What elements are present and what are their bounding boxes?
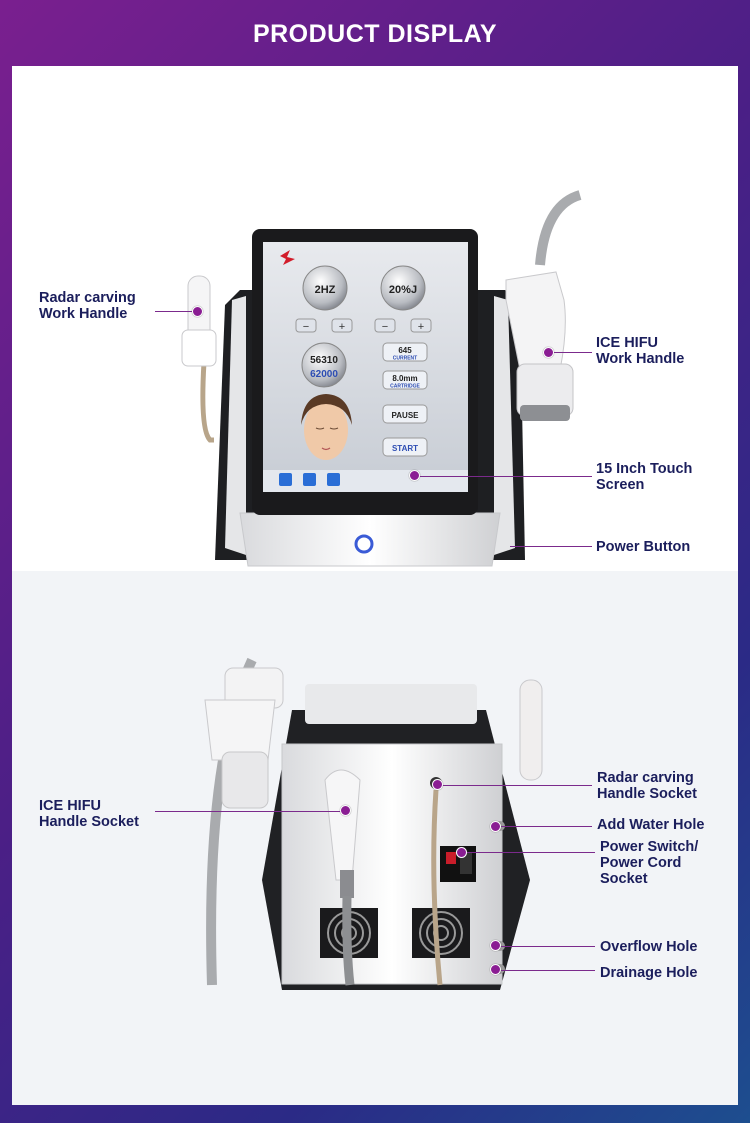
freq-plus-button[interactable]: [331, 318, 353, 333]
callout-line-power-switch: [462, 852, 595, 853]
back-top-cap: [305, 684, 477, 724]
face-illustration: [304, 400, 348, 460]
label-touch-screen: 15 Inch Touch Screen: [596, 461, 693, 493]
energy-value: 20%J: [389, 284, 417, 296]
callout-dot-radar-handle: [192, 306, 203, 317]
label-overflow-hole: Overflow Hole: [600, 939, 698, 955]
freq-value: 2HZ: [315, 284, 336, 296]
label-power-switch: Power Switch/ Power Cord Socket: [600, 839, 699, 887]
shots-top: 56310: [310, 355, 338, 366]
callout-dot-hifu-socket: [340, 805, 351, 816]
start-button[interactable]: [382, 437, 428, 457]
energy-plus-button[interactable]: [410, 318, 432, 333]
tools-icon[interactable]: [303, 473, 316, 486]
label-ice-hifu-work-handle: ICE HIFU Work Handle: [596, 335, 685, 367]
callout-line-add-water: [500, 826, 592, 827]
label-radar-work-handle: Radar carving Work Handle: [39, 290, 136, 322]
power-button-icon: [354, 534, 374, 554]
callout-dot-power-switch: [456, 847, 467, 858]
hifu-cable: [535, 190, 582, 266]
svg-text:+: +: [418, 321, 424, 333]
label-ice-hifu-handle-socket: ICE HIFU Handle Socket: [39, 798, 139, 830]
callout-line-hifu-handle: [550, 352, 592, 353]
callout-line-overflow: [500, 946, 595, 947]
hifu-socket-handle: [324, 769, 361, 881]
callout-line-radar-handle: [155, 311, 193, 312]
shots-bottom: 62000: [310, 369, 338, 380]
fan-right-icon: [419, 911, 463, 955]
label-radar-handle-socket: Radar carving Handle Socket: [597, 770, 697, 802]
callout-dot-touch-screen: [409, 470, 420, 481]
callout-dot-add-water: [490, 821, 501, 832]
callout-dot-overflow: [490, 940, 501, 951]
svg-text:−: −: [303, 321, 309, 333]
touch-screen: [263, 242, 468, 492]
cartridge-value: 8.0mm: [392, 374, 417, 383]
page-title: PRODUCT DISPLAY: [252, 20, 498, 48]
callout-dot-hifu-handle: [543, 347, 554, 358]
radar-cable: [200, 361, 214, 443]
svg-text:−: −: [382, 321, 388, 333]
grid-icon[interactable]: [327, 473, 340, 486]
callout-line-hifu-socket: [155, 811, 345, 812]
label-drainage-hole: Drainage Hole: [600, 965, 698, 981]
callout-line-power-button: [510, 546, 592, 547]
svg-text:CURRENT: CURRENT: [393, 356, 417, 362]
label-add-water-hole: Add Water Hole: [597, 817, 705, 833]
pause-button[interactable]: [382, 404, 428, 424]
svg-text:PAUSE: PAUSE: [392, 411, 420, 420]
callout-line-touch-screen: [416, 476, 592, 477]
freq-minus-button[interactable]: [295, 318, 317, 333]
callout-dot-drainage: [490, 964, 501, 975]
settings-icon[interactable]: [279, 473, 292, 486]
svg-text:+: +: [339, 321, 345, 333]
current-value: 645: [398, 346, 412, 355]
callout-line-drainage: [500, 970, 595, 971]
callout-dot-radar-socket: [432, 779, 443, 790]
callout-line-radar-socket: [440, 785, 592, 786]
svg-text:START: START: [392, 444, 418, 453]
label-power-button: Power Button: [596, 539, 691, 555]
svg-text:CARTRIDGE: CARTRIDGE: [390, 384, 420, 390]
energy-minus-button[interactable]: [374, 318, 396, 333]
